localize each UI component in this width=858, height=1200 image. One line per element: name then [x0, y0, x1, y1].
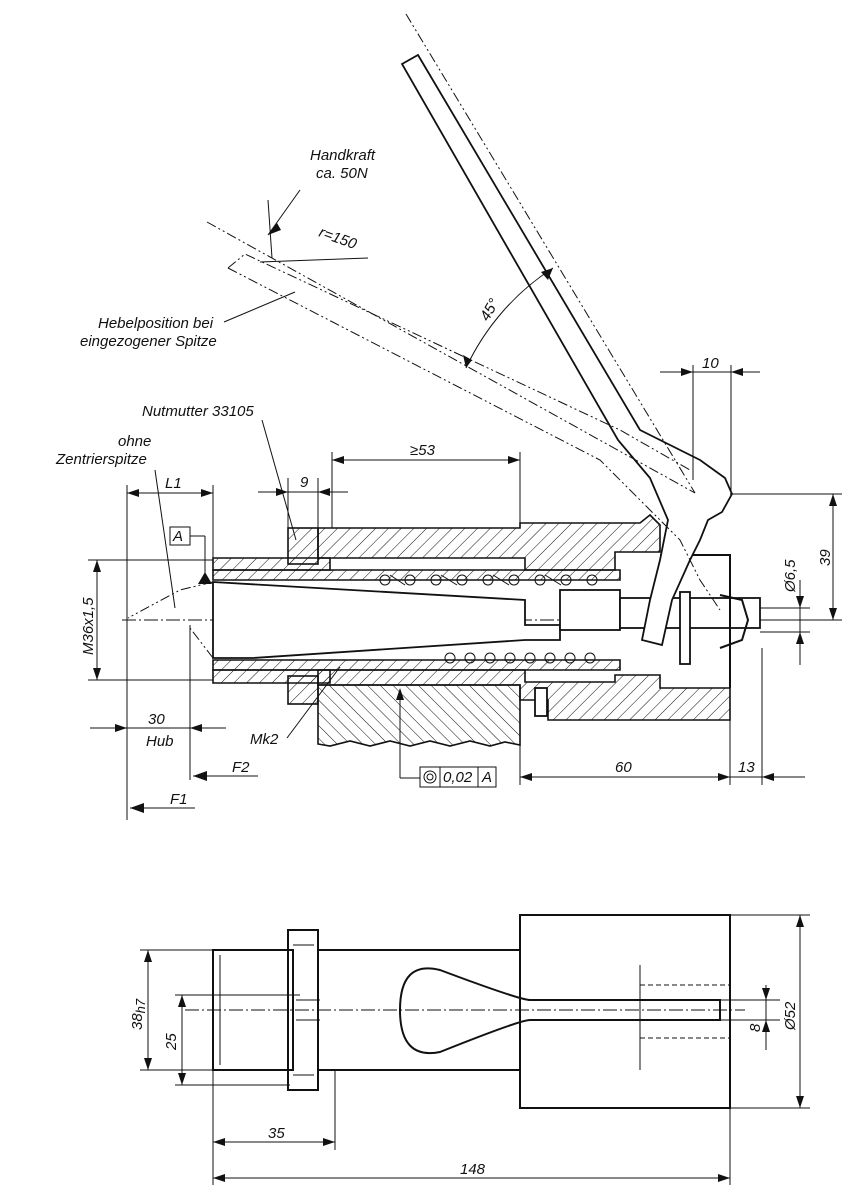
- force-f2-label: F2: [232, 759, 250, 776]
- lever-cam: [719, 594, 750, 649]
- dim-35: 35: [268, 1125, 285, 1142]
- force-f1-label: F1: [170, 791, 188, 808]
- lever-axis-retracted: [206, 221, 696, 494]
- f1-arrow: [130, 803, 144, 813]
- tolerance-frame: [419, 766, 497, 788]
- spring-lower: [444, 652, 596, 664]
- center-tip-outline-lower: [189, 627, 214, 659]
- nutmutter-leader: [261, 419, 297, 541]
- hebel-label-1: Hebelposition bei: [98, 315, 214, 332]
- datum-a-label: A: [172, 528, 183, 545]
- radius-label: r=150: [317, 224, 360, 253]
- dim-38: 38h7: [129, 998, 148, 1030]
- dim-25: 25: [163, 1033, 180, 1051]
- dim-39: 39: [817, 549, 834, 566]
- top-view: [140, 914, 810, 1185]
- nut-lower: [287, 675, 319, 705]
- spindle-lower: [212, 659, 621, 671]
- thread-label: M36x1,5: [80, 597, 97, 655]
- radius-dim-leader: [259, 257, 369, 263]
- machine-table-section: [317, 684, 521, 747]
- dim-38-value: 38: [129, 1013, 146, 1030]
- lever-top-view: [398, 967, 721, 1055]
- dim-l1: L1: [165, 475, 182, 492]
- taper-label: Mk2: [250, 731, 279, 748]
- handkraft-leader: [267, 189, 301, 236]
- thread-body: [212, 949, 294, 1071]
- lever-axis: [405, 13, 696, 494]
- mk2-leader: [286, 666, 341, 739]
- housing-top-view: [519, 914, 731, 1109]
- dim-6-5: Ø6,5: [782, 559, 799, 593]
- nut-upper: [287, 527, 319, 565]
- spindle-upper: [212, 569, 621, 581]
- dim-13: 13: [738, 759, 755, 776]
- f2-arrow: [193, 771, 207, 781]
- center-tip-outline: [127, 581, 214, 619]
- dim-60: 60: [615, 759, 632, 776]
- locking-pin: [534, 687, 548, 717]
- dim-38-fit: h7: [133, 998, 148, 1013]
- housing-upper-section: [317, 513, 661, 571]
- dim-148: 148: [460, 1161, 486, 1178]
- ohne-label-2: Zentrierspitze: [55, 451, 147, 468]
- lever-phantom-lower: [227, 267, 721, 611]
- hebel-leader: [223, 291, 296, 323]
- ohne-label-1: ohne: [118, 433, 151, 450]
- radius-dim-ext: [267, 199, 273, 259]
- taper-center-body: [212, 581, 561, 659]
- hub-word: Hub: [146, 733, 174, 750]
- handkraft-label-2: ca. 50N: [316, 165, 368, 182]
- plunger: [559, 589, 621, 631]
- dim-52: Ø52: [782, 1001, 799, 1031]
- nutmutter-label: Nutmutter 33105: [142, 403, 254, 420]
- handkraft-label-1: Handkraft: [310, 147, 376, 164]
- housing-lower-section: [317, 669, 731, 721]
- spring-upper: [379, 574, 598, 586]
- hebel-label-2: eingezogener Spitze: [80, 333, 217, 350]
- nut-top-view: [287, 929, 319, 1091]
- angle-label: 45°: [477, 296, 503, 324]
- dim-8: 8: [747, 1023, 764, 1032]
- angle-arc: [465, 267, 554, 369]
- datum-triangle: [198, 572, 212, 584]
- tolerance-value: 0,02: [443, 769, 473, 786]
- dim-9: 9: [300, 474, 309, 491]
- dim-53: ≥53: [410, 442, 436, 459]
- stop-plate: [679, 591, 691, 665]
- dim-10: 10: [702, 355, 719, 372]
- hub-value: 30: [148, 711, 165, 728]
- section-view: [88, 13, 842, 820]
- tolerance-datum: A: [481, 769, 492, 786]
